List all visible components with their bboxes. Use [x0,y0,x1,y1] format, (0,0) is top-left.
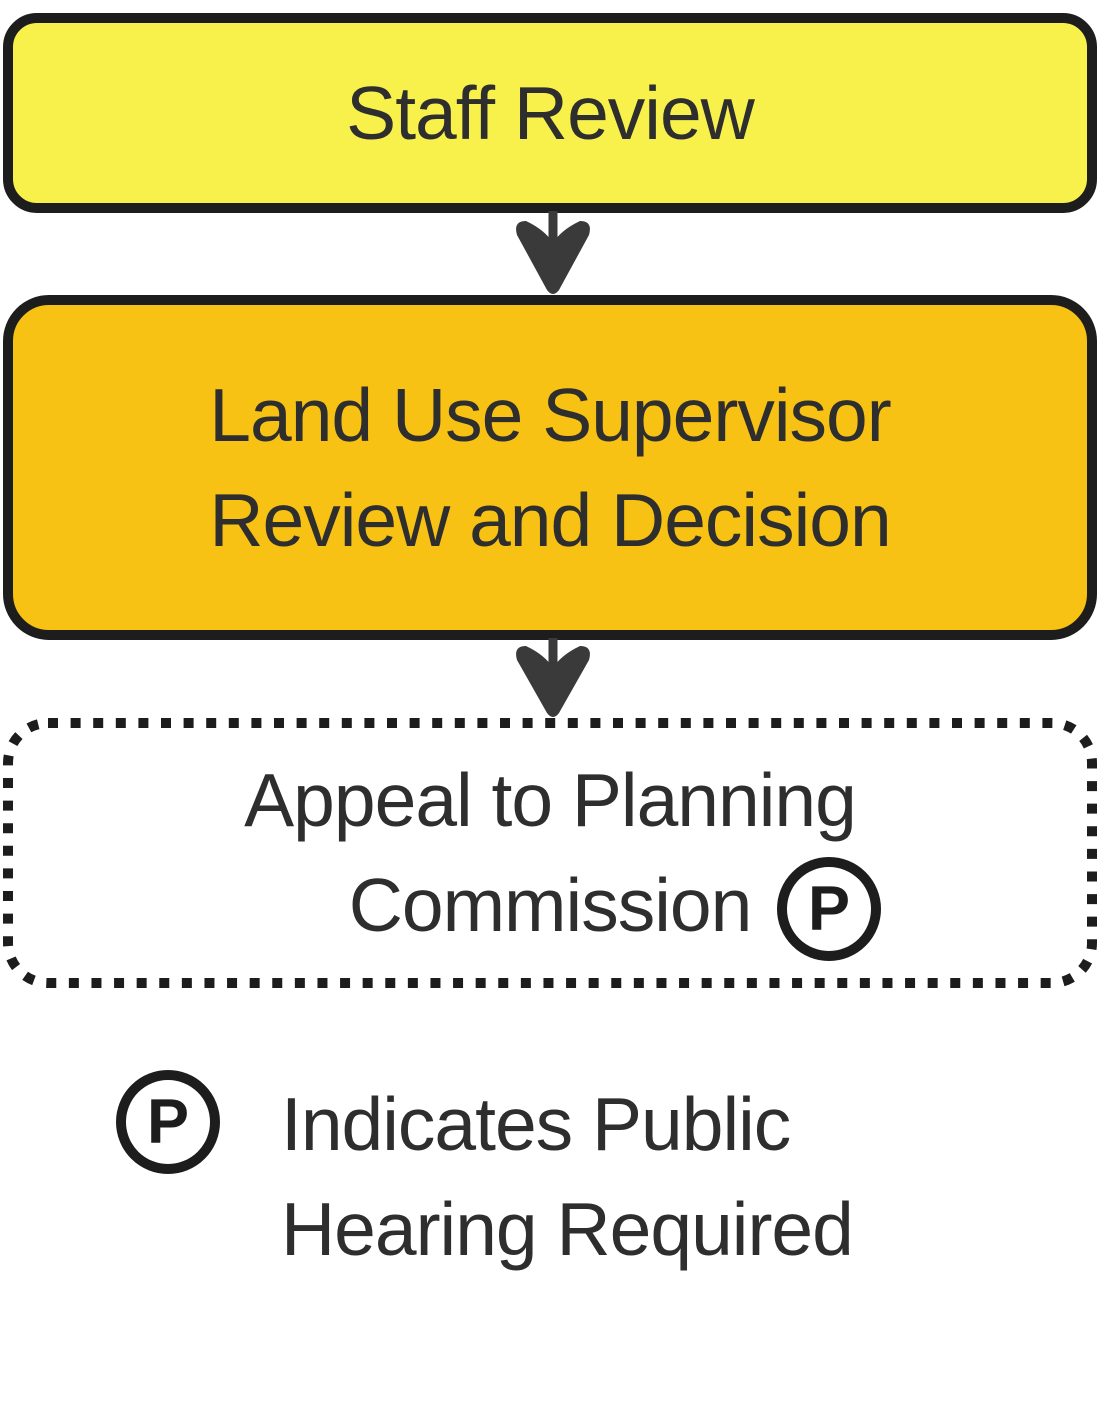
node-supervisor-label-line2: Review and Decision [209,477,891,562]
node-appeal-label-line1: Appeal to Planning [244,758,857,842]
public-hearing-badge-icon: P [777,857,881,961]
flowchart-node-land-use-supervisor: Land Use Supervisor Review and Decision [3,295,1097,640]
legend-text-line1: Indicates Public [281,1082,791,1166]
node-appeal-label-line2: Commission [348,863,753,947]
flowchart-node-appeal-planning-commission: Appeal to Planning Commission P [3,718,1097,988]
legend-text: Indicates Public Hearing Required [281,1072,854,1282]
down-arrow-icon [516,211,590,294]
legend-badge-letter: P [146,1087,190,1157]
node-staff-review-label: Staff Review [346,70,755,155]
node-supervisor-label-line1: Land Use Supervisor [209,372,891,457]
public-hearing-badge-letter: P [807,873,851,944]
legend-text-line2: Hearing Required [281,1187,854,1271]
legend-public-hearing-badge-icon: P [116,1070,220,1174]
flowchart-node-staff-review: Staff Review [3,13,1097,213]
down-arrow-icon [516,638,590,717]
